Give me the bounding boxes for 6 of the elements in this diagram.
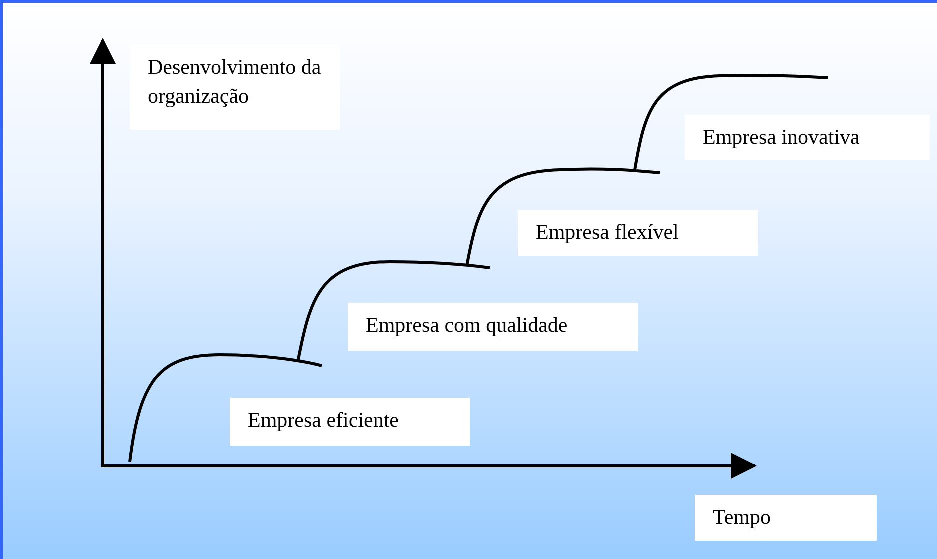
stage-label: Empresa flexível	[518, 210, 758, 256]
stage-label: Empresa com qualidade	[348, 303, 638, 351]
stage-label: Empresa inovativa	[685, 115, 930, 160]
stage-label: Empresa eficiente	[230, 398, 470, 446]
x-axis-label: Tempo	[695, 495, 877, 541]
y-axis-label: Desenvolvimento da organização	[130, 45, 340, 130]
